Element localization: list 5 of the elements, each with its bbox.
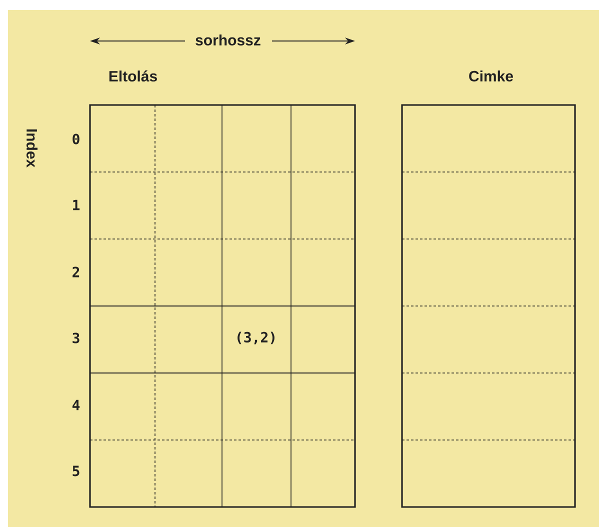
axis-label: Index bbox=[26, 129, 38, 168]
cell-coordinate: (3,2) bbox=[238, 332, 274, 344]
dimension-label: sorhossz bbox=[196, 34, 260, 46]
column-heading: Eltolás bbox=[109, 70, 157, 82]
column-heading: Cimke bbox=[469, 70, 513, 82]
